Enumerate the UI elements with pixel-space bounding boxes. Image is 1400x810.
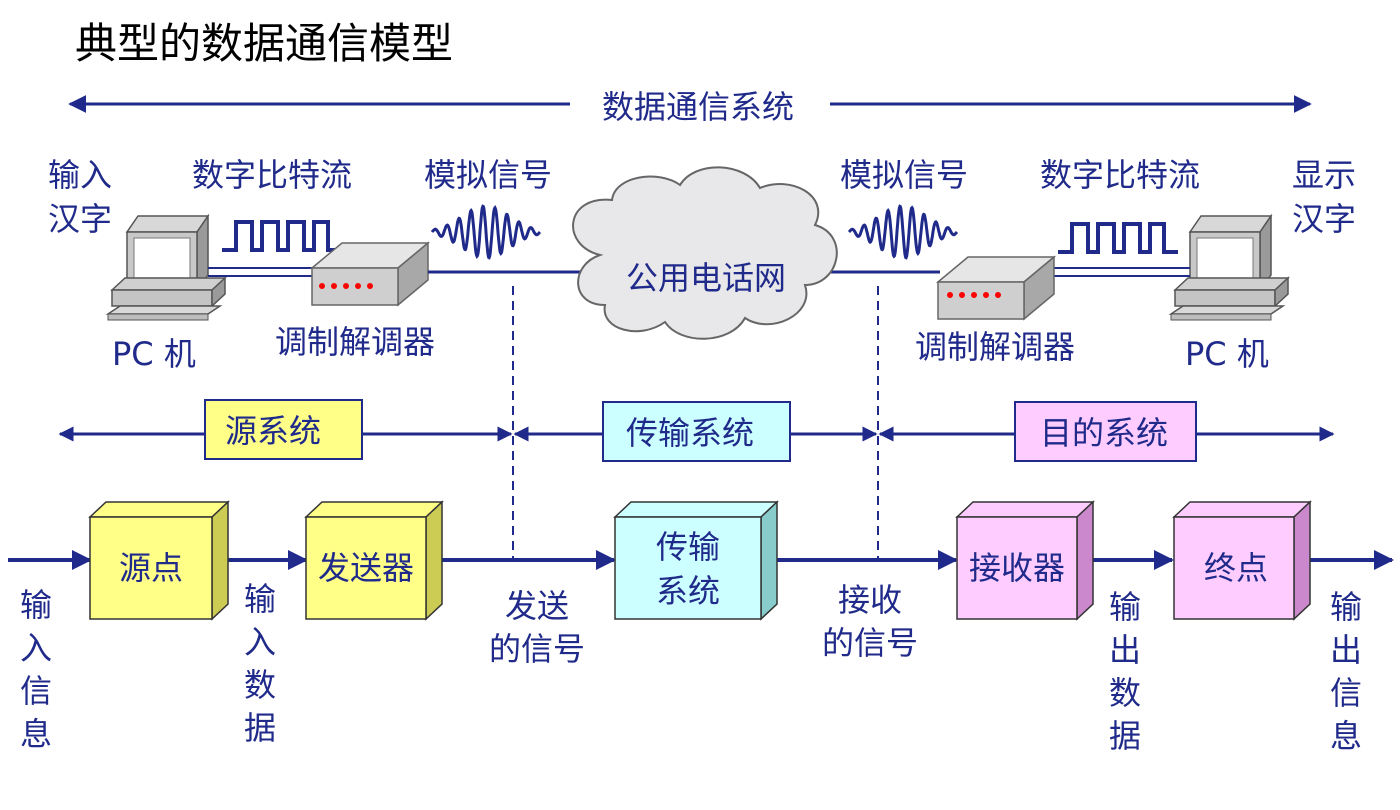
flow-label-line: 接收 xyxy=(838,581,902,619)
modem-label-left: 调制解调器 xyxy=(275,323,435,361)
segment-destination-label: 目的系统 xyxy=(1040,414,1168,452)
modem-label-right: 调制解调器 xyxy=(915,328,1075,366)
modem-icon-left xyxy=(309,241,431,307)
digital-waveform-left xyxy=(222,220,342,252)
segment-transmission: 传输系统 xyxy=(602,401,791,462)
flow-label-char: 入 xyxy=(244,623,276,661)
block-destination-point: 终点 xyxy=(1172,500,1312,621)
flow-label-input-data: 输 入 数 据 xyxy=(244,580,276,747)
flow-label-sent-signal: 发送 的信号 xyxy=(489,587,585,668)
flow-label-char: 数 xyxy=(244,666,276,704)
system-span-arrow: 数据通信系统 xyxy=(68,88,1312,126)
block-receiver: 接收器 xyxy=(955,500,1095,621)
flow-label-char: 输 xyxy=(20,586,52,624)
cable-right xyxy=(1050,267,1190,277)
analog-signal-label-right: 模拟信号 xyxy=(840,156,968,194)
input-chars-label-1: 输入 xyxy=(48,156,112,194)
block-source-point-label: 源点 xyxy=(119,549,183,587)
flow-label-received-signal: 接收 的信号 xyxy=(822,581,918,662)
public-telephone-network-cloud: 公用电话网 xyxy=(572,166,838,340)
flow-label-char: 信 xyxy=(1330,674,1362,712)
input-chars-label-2: 汉字 xyxy=(48,200,112,238)
block-receiver-label: 接收器 xyxy=(969,549,1065,587)
flow-label-line: 发送 xyxy=(505,587,569,625)
pc-icon-right xyxy=(1168,213,1290,321)
flow-label-line: 的信号 xyxy=(822,624,918,662)
digital-waveform-right xyxy=(1058,222,1178,254)
flow-label-char: 输 xyxy=(244,580,276,618)
flow-label-char: 输 xyxy=(1330,588,1362,626)
block-transmission-system: 传输 系统 xyxy=(613,500,779,621)
flow-label-char: 出 xyxy=(1330,631,1362,669)
network-label: 公用电话网 xyxy=(626,259,786,297)
flow-label-char: 息 xyxy=(1330,717,1362,755)
flow-label-output-info: 输 出 信 息 xyxy=(1330,588,1362,755)
block-source-point: 源点 xyxy=(88,500,230,621)
digital-stream-label-right: 数字比特流 xyxy=(1040,156,1200,194)
flow-label-char: 信 xyxy=(20,672,52,710)
segment-source: 源系统 xyxy=(204,399,363,460)
display-chars-label-2: 汉字 xyxy=(1292,200,1356,238)
analog-waveform-left xyxy=(430,204,542,260)
analog-waveform-right xyxy=(847,204,959,260)
segment-transmission-label: 传输系统 xyxy=(626,414,754,452)
modem-icon-right xyxy=(935,255,1057,321)
display-chars-label-1: 显示 xyxy=(1292,156,1356,194)
block-transmission-label-2: 系统 xyxy=(656,572,720,610)
pc-icon-left xyxy=(105,213,227,321)
flow-label-char: 数 xyxy=(1109,674,1141,712)
segment-destination: 目的系统 xyxy=(1014,401,1197,462)
flow-label-output-data: 输 出 数 据 xyxy=(1109,588,1141,755)
flow-label-char: 息 xyxy=(20,715,52,753)
block-transmitter-label: 发送器 xyxy=(318,549,414,587)
flow-label-input-info: 输 入 信 息 xyxy=(20,586,52,753)
segment-source-label: 源系统 xyxy=(225,412,321,450)
flow-label-char: 据 xyxy=(1109,717,1141,755)
block-transmitter: 发送器 xyxy=(304,500,444,621)
flow-label-char: 据 xyxy=(244,709,276,747)
flow-label-char: 输 xyxy=(1109,588,1141,626)
flow-label-char: 出 xyxy=(1109,631,1141,669)
flow-label-line: 的信号 xyxy=(489,630,585,668)
pc-label-left: PC 机 xyxy=(112,335,196,373)
pc-label-right: PC 机 xyxy=(1185,335,1269,373)
digital-stream-label-left: 数字比特流 xyxy=(192,156,352,194)
block-destination-point-label: 终点 xyxy=(1204,549,1268,587)
analog-signal-label-left: 模拟信号 xyxy=(424,156,552,194)
system-label: 数据通信系统 xyxy=(602,88,794,126)
block-transmission-label-1: 传输 xyxy=(656,528,720,566)
cable-left xyxy=(208,267,320,277)
flow-label-char: 入 xyxy=(20,629,52,667)
page-title: 典型的数据通信模型 xyxy=(75,19,453,68)
